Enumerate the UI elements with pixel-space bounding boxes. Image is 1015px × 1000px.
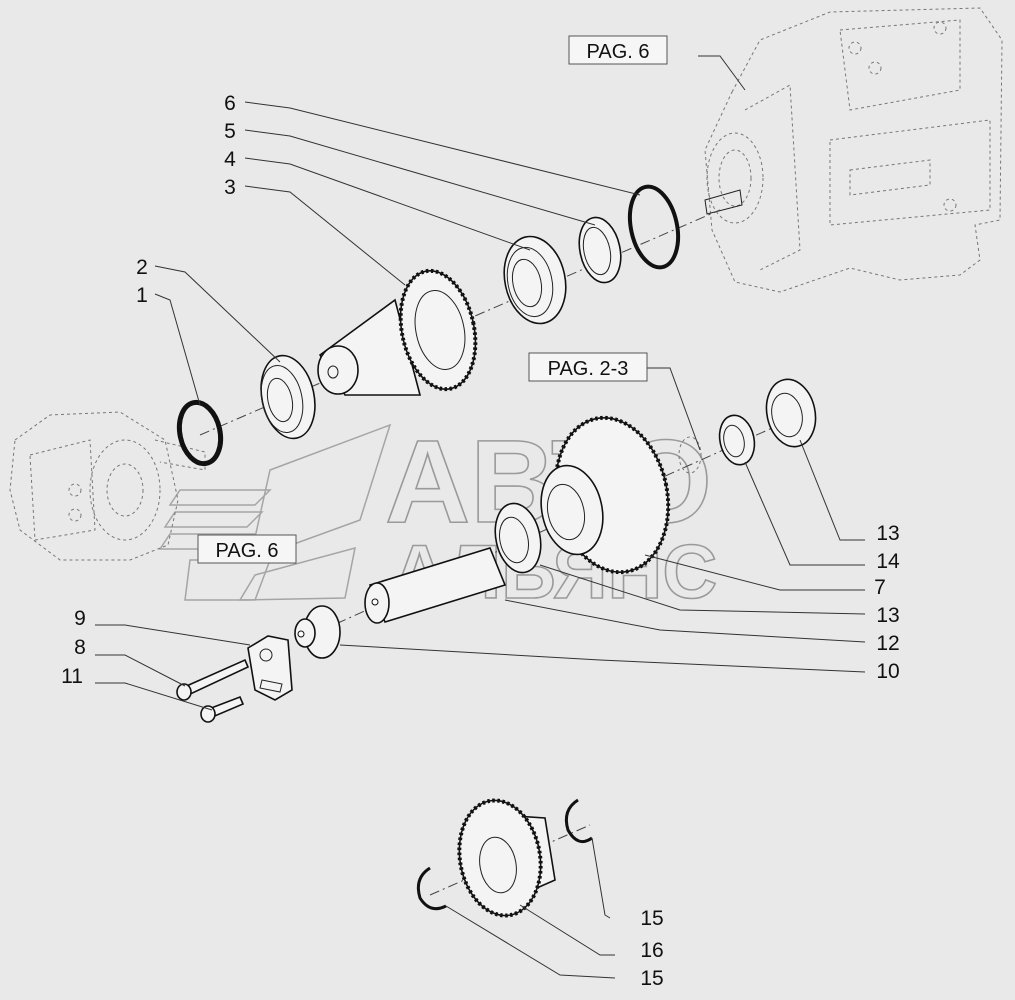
ring-14 — [718, 414, 756, 466]
callout-13-upper: 13 — [876, 522, 899, 545]
ref-label-pag6-top: PAG. 6 — [587, 41, 650, 63]
bearing-13-upper — [765, 378, 817, 448]
bearing-2 — [260, 354, 316, 440]
callout-14: 14 — [876, 550, 900, 573]
callout-15-lower: 15 — [640, 967, 663, 990]
callout-12: 12 — [876, 632, 899, 655]
callout-numbers: 6 5 4 3 2 1 9 8 11 13 14 7 13 12 10 15 1… — [61, 92, 900, 990]
circlip-15-right — [564, 798, 593, 844]
ref-box-pag6-left: PAG. 6 — [197, 534, 297, 564]
bearing-13-lower — [494, 502, 542, 574]
gear-16 — [457, 798, 556, 918]
watermark-wing-icon — [158, 423, 392, 601]
o-ring-1 — [176, 399, 224, 467]
callout-13-lower: 13 — [876, 604, 899, 627]
pump-housing-left — [9, 411, 206, 561]
shaft-12 — [364, 547, 507, 624]
callout-7: 7 — [874, 576, 886, 599]
ref-box-pag6-top: PAG. 6 — [568, 35, 668, 65]
bushing-10 — [294, 605, 341, 659]
gear-cone-3 — [317, 268, 478, 396]
callout-9: 9 — [74, 607, 86, 630]
bolt-8 — [176, 658, 250, 701]
ref-box-pag23: PAG. 2-3 — [528, 352, 648, 382]
gearbox-housing-top-right — [704, 7, 1003, 293]
o-ring-6 — [627, 184, 681, 270]
callout-15-upper: 15 — [640, 907, 663, 930]
ring-5 — [578, 216, 622, 284]
callout-1: 1 — [136, 284, 148, 307]
leader-lines — [95, 55, 866, 979]
callout-5: 5 — [224, 120, 236, 143]
callout-6: 6 — [224, 92, 236, 115]
callout-16: 16 — [640, 939, 663, 962]
plate-9 — [247, 635, 293, 701]
ref-label-pag6-left: PAG. 6 — [216, 540, 279, 562]
bolt-11 — [200, 695, 245, 723]
circlip-15-left — [416, 866, 447, 911]
ref-label-pag23: PAG. 2-3 — [548, 358, 629, 380]
callout-11: 11 — [61, 665, 83, 688]
callout-10: 10 — [876, 660, 899, 683]
gear-7 — [540, 415, 671, 575]
callout-2: 2 — [136, 256, 148, 279]
spacer-hidden — [678, 436, 702, 474]
callout-8: 8 — [74, 636, 86, 659]
bearing-4 — [503, 235, 567, 325]
callout-4: 4 — [224, 148, 236, 171]
callout-3: 3 — [224, 176, 236, 199]
